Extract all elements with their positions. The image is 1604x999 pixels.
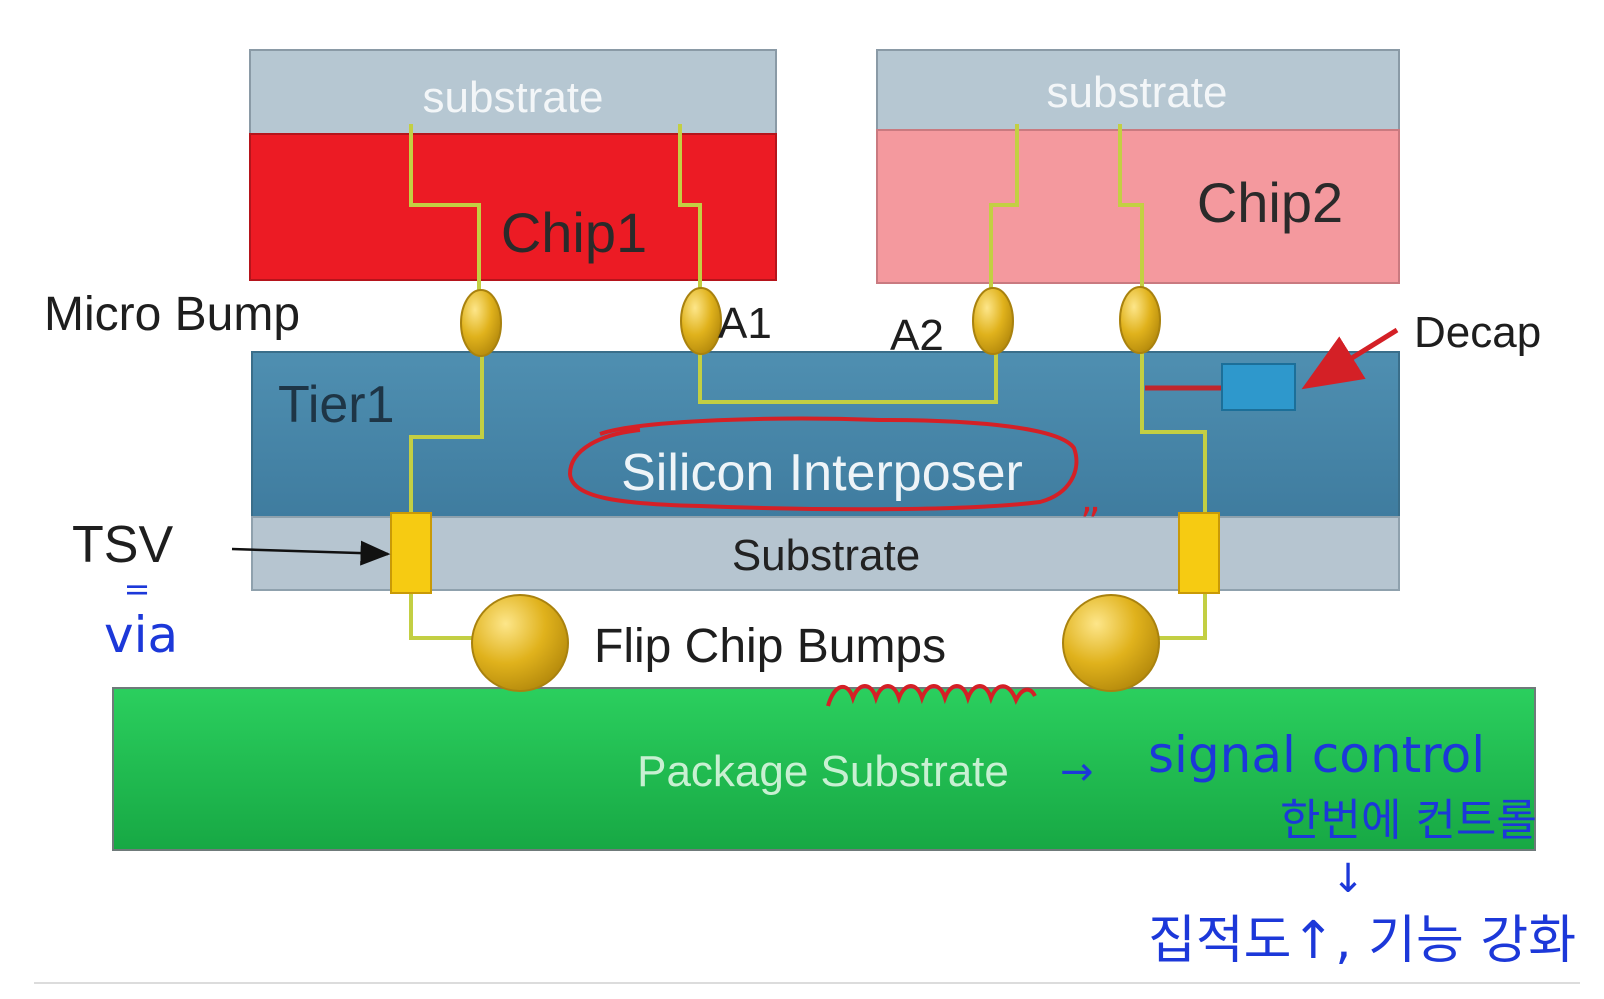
micro-bump-a2 (972, 287, 1014, 355)
via-annotation: via (104, 606, 178, 664)
wire-right-tsv (1140, 350, 1207, 520)
decap-label: Decap (1414, 308, 1541, 357)
package-arrow-annotation: → (1060, 749, 1094, 795)
silicon-interposer (251, 351, 1400, 518)
ditto-mark: ” (1080, 500, 1101, 546)
tsv-label: TSV (72, 516, 173, 574)
korean-annotation-line2: 집적도↑, 기능 강화 (1148, 911, 1576, 971)
flip-chip-bump-left (471, 594, 569, 692)
a1-label: A1 (718, 299, 772, 348)
micro-bump-a1 (680, 287, 722, 355)
micro-bump-4 (1119, 286, 1161, 354)
wire-chip1-left (409, 124, 481, 290)
wire-right-flip (1155, 590, 1207, 640)
decap-arrow (1301, 327, 1399, 390)
a2-label: A2 (890, 311, 944, 360)
wire-left-flip (409, 590, 480, 640)
interposer-substrate-label: Substrate (732, 531, 920, 580)
package-substrate (112, 687, 1536, 851)
tier-label: Tier1 (278, 376, 395, 434)
flip-chip-label: Flip Chip Bumps (594, 620, 946, 673)
package-substrate-label: Package Substrate (637, 747, 1009, 796)
wire-left-tsv (409, 350, 484, 520)
chip2-substrate-label: substrate (1047, 68, 1228, 117)
wire-a1-a2 (698, 350, 998, 404)
chip1-substrate-label: substrate (423, 73, 604, 122)
routing-wires (409, 124, 1207, 640)
wire-chip1-right (678, 124, 702, 290)
flip-chip-bump-right (1062, 594, 1160, 692)
tsv-arrow (231, 540, 391, 566)
signal-control-annotation: signal control (1148, 726, 1485, 784)
korean-annotation-line1: 한번에 컨트롤 (1280, 795, 1537, 846)
micro-bump-1 (460, 289, 502, 357)
bottom-divider (34, 982, 1580, 984)
down-arrow-annotation: ↓ (1331, 856, 1365, 902)
flip-chip-underline (826, 684, 1037, 707)
interposer-label: Silicon Interposer (621, 444, 1023, 502)
chip1-substrate (249, 49, 777, 135)
chip2-substrate (876, 49, 1400, 131)
wire-chip2-left (989, 124, 1019, 290)
interposer-highlight-loop (567, 416, 1079, 512)
tsv-right (1178, 512, 1220, 594)
chip2-label: Chip2 (1197, 171, 1343, 234)
micro-bump-label: Micro Bump (44, 288, 300, 341)
equals-mark: = (124, 570, 151, 608)
tsv-left (390, 512, 432, 594)
decap (1221, 363, 1296, 411)
wire-chip2-right (1118, 124, 1144, 290)
chip1-label: Chip1 (501, 201, 647, 264)
